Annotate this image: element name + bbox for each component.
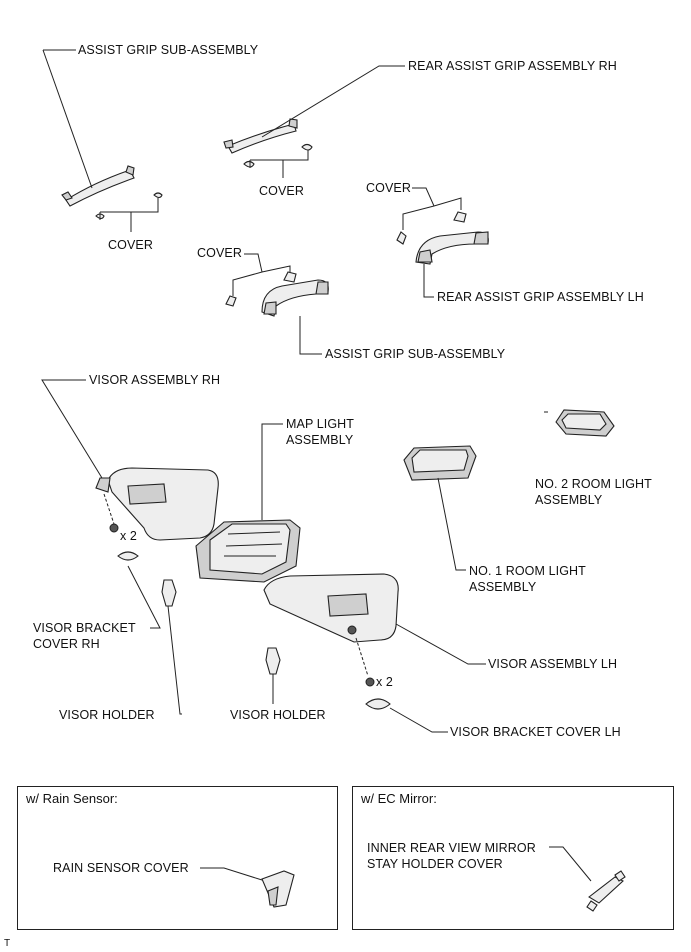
rear-assist-grip-rh: [223, 118, 313, 168]
label-assist-grip-middle: ASSIST GRIP SUB-ASSEMBLY: [325, 347, 506, 361]
visor-holder-middle: [265, 647, 281, 675]
map-light: [195, 519, 301, 583]
rain-sensor-cover-illustration: [200, 867, 295, 908]
label-cover-rh-rear: COVER: [259, 184, 304, 198]
label-map-light-1: MAP LIGHT: [286, 417, 355, 431]
label-cover-middle: COVER: [197, 246, 242, 260]
label-inner-mirror-cover-1: INNER REAR VIEW MIRROR: [367, 841, 536, 855]
label-visor-holder-left: VISOR HOLDER: [59, 708, 155, 722]
mirror-stay-cover-illustration: [549, 846, 626, 912]
label-qty-rh: x 2: [120, 529, 137, 543]
label-qty-lh: x 2: [376, 675, 393, 689]
label-no1-room-light-1: NO. 1 ROOM LIGHT: [469, 564, 586, 578]
visor-rh: [95, 467, 219, 561]
assist-grip-middle: [225, 271, 329, 317]
label-no1-room-light-2: ASSEMBLY: [469, 580, 537, 594]
ec-mirror-box: w/ EC Mirror: INNER REAR VIEW MIRROR STA…: [352, 786, 674, 930]
rain-sensor-box-title: w/ Rain Sensor:: [26, 791, 118, 806]
label-cover-rear-lh: COVER: [366, 181, 411, 195]
ec-mirror-box-title: w/ EC Mirror:: [361, 791, 437, 806]
assist-grip-top-left: [61, 165, 163, 220]
visor-holder-left: [161, 579, 177, 607]
label-no2-room-light-1: NO. 2 ROOM LIGHT: [535, 477, 652, 491]
no2-room-light: [555, 409, 615, 437]
label-visor-assembly-lh: VISOR ASSEMBLY LH: [488, 657, 618, 671]
label-inner-mirror-cover-2: STAY HOLDER COVER: [367, 857, 503, 871]
label-visor-bracket-cover-rh-2: COVER RH: [33, 637, 100, 651]
label-no2-room-light-2: ASSEMBLY: [535, 493, 603, 507]
label-cover-left: COVER: [108, 238, 153, 252]
label-visor-holder-middle: VISOR HOLDER: [230, 708, 326, 722]
label-rain-sensor-cover: RAIN SENSOR COVER: [53, 861, 189, 875]
rear-assist-grip-lh: [396, 211, 489, 265]
label-visor-bracket-cover-rh-1: VISOR BRACKET: [33, 621, 136, 635]
visor-lh: [263, 573, 399, 710]
corner-mark: T: [4, 938, 11, 949]
label-visor-bracket-cover-lh: VISOR BRACKET COVER LH: [450, 725, 621, 739]
no1-room-light: [403, 445, 477, 481]
label-visor-assembly-rh: VISOR ASSEMBLY RH: [89, 373, 221, 387]
rain-sensor-box: w/ Rain Sensor: RAIN SENSOR COVER: [17, 786, 338, 930]
label-rear-assist-grip-rh: REAR ASSIST GRIP ASSEMBLY RH: [408, 59, 617, 73]
label-map-light-2: ASSEMBLY: [286, 433, 354, 447]
label-rear-assist-grip-lh: REAR ASSIST GRIP ASSEMBLY LH: [437, 290, 644, 304]
label-assist-grip-top: ASSIST GRIP SUB-ASSEMBLY: [78, 43, 259, 57]
